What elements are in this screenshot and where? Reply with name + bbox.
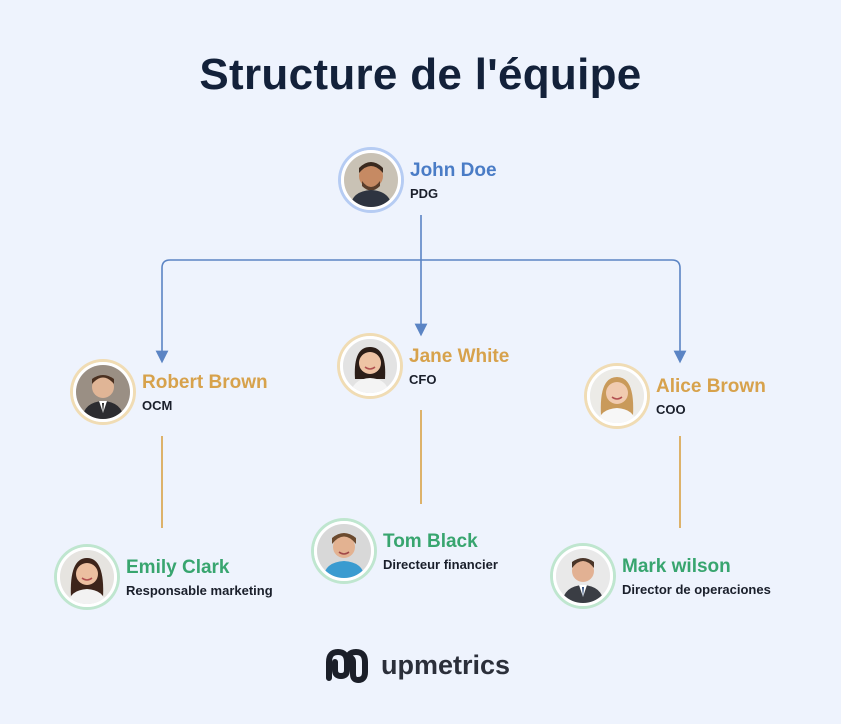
- avatar: [314, 521, 374, 581]
- org-node-tom-black: Tom Black Directeur financier: [314, 521, 498, 581]
- org-node-mark-wilson: Mark wilson Director de operaciones: [553, 546, 771, 606]
- avatar: [57, 547, 117, 607]
- brand-footer: upmetrics: [325, 646, 510, 684]
- avatar: [73, 362, 133, 422]
- person-name: Tom Black: [383, 530, 478, 552]
- avatar: [341, 150, 401, 210]
- ceo-bus-left: [155, 259, 421, 364]
- person-name: Alice Brown: [656, 375, 766, 397]
- org-node-john-doe: John Doe PDG: [341, 150, 497, 210]
- person-role: Responsable marketing: [126, 582, 273, 598]
- avatar: [340, 336, 400, 396]
- person-name: John Doe: [410, 159, 497, 181]
- person-role: CFO: [409, 371, 437, 387]
- ceo-bus-right: [421, 259, 687, 364]
- person-name: Jane White: [409, 345, 510, 367]
- avatar: [553, 546, 613, 606]
- person-name: Mark wilson: [622, 555, 731, 577]
- person-role: Directeur financier: [383, 556, 498, 572]
- avatar: [587, 366, 647, 426]
- person-role: COO: [656, 401, 686, 417]
- org-node-emily-clark: Emily Clark Responsable marketing: [57, 547, 273, 607]
- org-node-jane-white: Jane White CFO: [340, 336, 509, 396]
- person-role: Director de operaciones: [622, 581, 771, 597]
- person-role: OCM: [142, 397, 173, 413]
- person-role: PDG: [410, 185, 439, 201]
- org-node-alice-brown: Alice Brown COO: [587, 366, 766, 426]
- page-title: Structure de l'équipe: [199, 50, 642, 99]
- person-name: Emily Clark: [126, 556, 230, 578]
- brand-name: upmetrics: [381, 649, 511, 680]
- person-name: Robert Brown: [142, 371, 268, 393]
- org-node-robert-brown: Robert Brown OCM: [73, 362, 268, 422]
- upmetrics-logo-icon: [326, 649, 368, 683]
